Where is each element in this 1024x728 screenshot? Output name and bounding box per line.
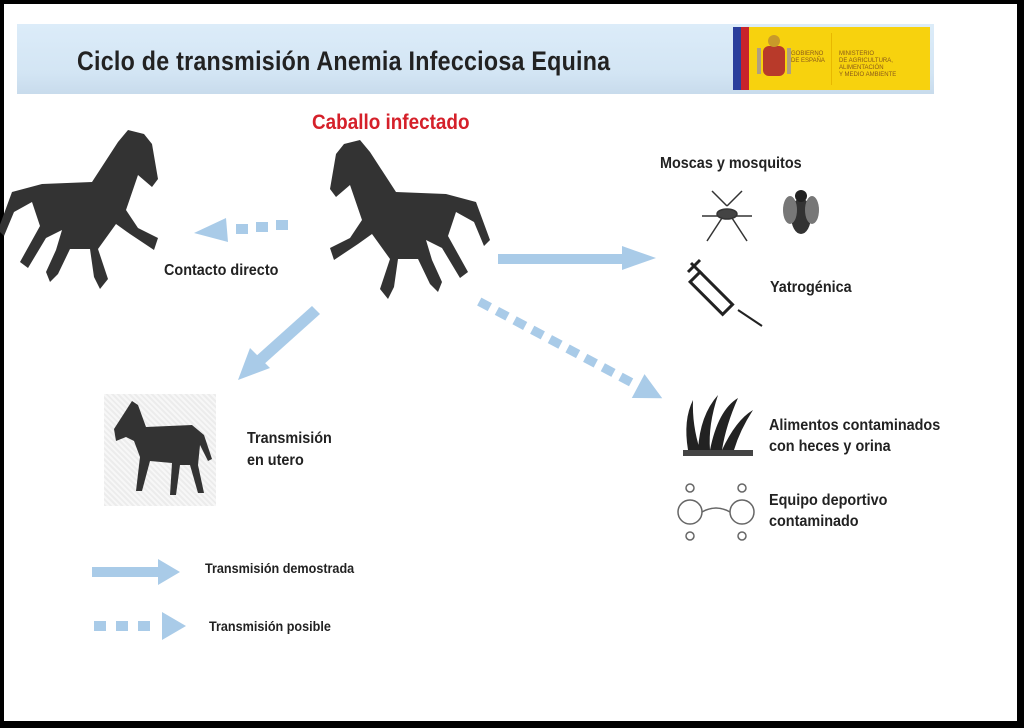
possible-arrow-food (477, 297, 663, 399)
infographic: Ciclo de transmisión Anemia Infecciosa E… (0, 4, 1017, 721)
equipment-label-2: contaminado (769, 513, 859, 530)
legend-proven-arrow (92, 559, 180, 585)
utero-label-2: en utero (247, 452, 304, 469)
syringe-icon (686, 258, 763, 327)
direct-contact-label: Contacto directo (164, 262, 279, 279)
mosquito-icon (702, 190, 752, 242)
legend-possible-arrow (94, 612, 186, 640)
proven-arrow-vectors (498, 246, 656, 270)
proven-arrow-utero (238, 306, 320, 380)
foal-icon (114, 401, 212, 495)
page-title: Ciclo de transmisión Anemia Infecciosa E… (77, 46, 611, 76)
infected-horse-icon (330, 140, 490, 299)
equipment-label-1: Equipo deportivo (769, 492, 888, 509)
arrows-layer (92, 218, 663, 640)
vectors-label: Moscas y mosquitos (660, 155, 802, 172)
infected-horse-label: Caballo infectado (312, 111, 470, 134)
fly-icon (783, 190, 819, 234)
grass-icon (683, 395, 753, 456)
coat-of-arms-icon (757, 35, 791, 76)
possible-arrow-direct-contact (194, 218, 288, 242)
utero-label-1: Transmisión (247, 430, 332, 447)
horse-icon (0, 130, 158, 289)
legend-possible-label: Transmisión posible (209, 618, 331, 634)
iatrogenic-label: Yatrogénica (770, 279, 852, 296)
food-label-1: Alimentos contaminados (769, 417, 941, 434)
legend-proven-label: Transmisión demostrada (205, 560, 355, 576)
horse-bit-icon (677, 483, 755, 541)
foal-image (104, 394, 216, 506)
header-banner: Ciclo de transmisión Anemia Infecciosa E… (17, 24, 934, 94)
food-label-2: con heces y orina (769, 438, 891, 455)
